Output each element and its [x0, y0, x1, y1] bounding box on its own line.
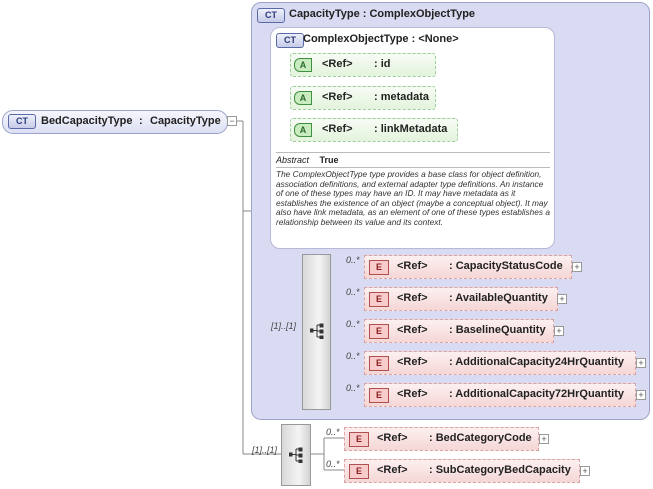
sequence-compositor[interactable] — [302, 254, 331, 410]
element-icon: E — [369, 260, 389, 275]
element-icon: E — [349, 432, 369, 447]
complex-type-icon: CT — [257, 8, 285, 23]
expand-toggle[interactable]: + — [636, 358, 646, 368]
sequence-cardinality: [1]..[1] — [252, 445, 278, 455]
attribute-icon: A — [294, 123, 312, 137]
multiplicity: 0..* — [346, 255, 360, 265]
element-additional-capacity-72hr[interactable]: E <Ref> : AdditionalCapacity72HrQuantity — [364, 383, 636, 407]
element-available-quantity[interactable]: E <Ref> : AvailableQuantity — [364, 287, 558, 311]
expand-toggle[interactable]: + — [636, 390, 646, 400]
element-baseline-quantity[interactable]: E <Ref> : BaselineQuantity — [364, 319, 554, 343]
element-icon: E — [369, 292, 389, 307]
attribute-metadata[interactable]: A <Ref> : metadata — [290, 86, 436, 110]
element-name: : AdditionalCapacity72HrQuantity — [449, 388, 625, 400]
attribute-id[interactable]: A <Ref> : id — [290, 53, 436, 77]
element-name: : BedCategoryCode — [429, 432, 532, 444]
root-type-name: BedCapacityType — [41, 115, 133, 127]
element-name: : AdditionalCapacity24HrQuantity — [449, 356, 625, 368]
root-type-base: CapacityType — [150, 115, 221, 127]
element-ref: <Ref> — [397, 388, 428, 400]
abstract-value: True — [319, 155, 339, 165]
element-ref: <Ref> — [397, 356, 428, 368]
doc-divider — [276, 167, 550, 168]
sequence-icon — [289, 447, 303, 463]
attribute-name: : metadata — [374, 91, 430, 103]
element-name: : SubCategoryBedCapacity — [429, 464, 571, 476]
multiplicity: 0..* — [346, 351, 360, 361]
capacity-type-title: CapacityType : ComplexObjectType — [289, 8, 476, 20]
expand-toggle[interactable]: + — [572, 262, 582, 272]
attribute-linkmetadata[interactable]: A <Ref> : linkMetadata — [290, 118, 458, 142]
complex-type-icon: CT — [276, 33, 304, 48]
attribute-name: : id — [374, 58, 391, 70]
expand-toggle[interactable]: + — [557, 294, 567, 304]
element-capacity-status-code[interactable]: E <Ref> : CapacityStatusCode — [364, 255, 572, 279]
expand-toggle[interactable]: + — [539, 434, 549, 444]
multiplicity: 0..* — [346, 319, 360, 329]
abstract-row: Abstract True — [276, 155, 339, 165]
attribute-name: : linkMetadata — [374, 123, 448, 135]
sequence-icon — [310, 323, 324, 339]
multiplicity: 0..* — [346, 383, 360, 393]
element-ref: <Ref> — [397, 324, 428, 336]
multiplicity: 0..* — [326, 459, 340, 469]
sequence-cardinality: [1]..[1] — [271, 321, 297, 331]
element-bed-category-code[interactable]: E <Ref> : BedCategoryCode — [344, 427, 539, 451]
element-subcategory-bed-capacity[interactable]: E <Ref> : SubCategoryBedCapacity — [344, 459, 580, 483]
element-ref: <Ref> — [397, 292, 428, 304]
documentation-text: The ComplexObjectType type provides a ba… — [276, 169, 550, 227]
collapse-toggle[interactable]: − — [227, 116, 237, 126]
element-name: : BaselineQuantity — [449, 324, 546, 336]
root-type-separator: : — [139, 115, 143, 127]
expand-toggle[interactable]: + — [580, 466, 590, 476]
element-name: : AvailableQuantity — [449, 292, 548, 304]
element-ref: <Ref> — [377, 432, 408, 444]
multiplicity: 0..* — [326, 427, 340, 437]
doc-divider — [276, 152, 550, 153]
complex-type-icon: CT — [8, 114, 36, 129]
attribute-ref: <Ref> — [322, 58, 353, 70]
abstract-label: Abstract — [276, 155, 310, 165]
element-icon: E — [369, 388, 389, 403]
attribute-ref: <Ref> — [322, 91, 353, 103]
element-icon: E — [369, 324, 389, 339]
element-icon: E — [349, 464, 369, 479]
root-type-node[interactable]: CT BedCapacityType : CapacityType — [2, 110, 228, 134]
multiplicity: 0..* — [346, 287, 360, 297]
attribute-ref: <Ref> — [322, 123, 353, 135]
attribute-icon: A — [294, 91, 312, 105]
element-icon: E — [369, 356, 389, 371]
element-ref: <Ref> — [377, 464, 408, 476]
complex-object-type-title: ComplexObjectType : <None> — [303, 33, 459, 45]
element-ref: <Ref> — [397, 260, 428, 272]
expand-toggle[interactable]: + — [554, 326, 564, 336]
element-name: : CapacityStatusCode — [449, 260, 563, 272]
element-additional-capacity-24hr[interactable]: E <Ref> : AdditionalCapacity24HrQuantity — [364, 351, 636, 375]
sequence-compositor[interactable] — [281, 424, 311, 486]
attribute-icon: A — [294, 58, 312, 72]
